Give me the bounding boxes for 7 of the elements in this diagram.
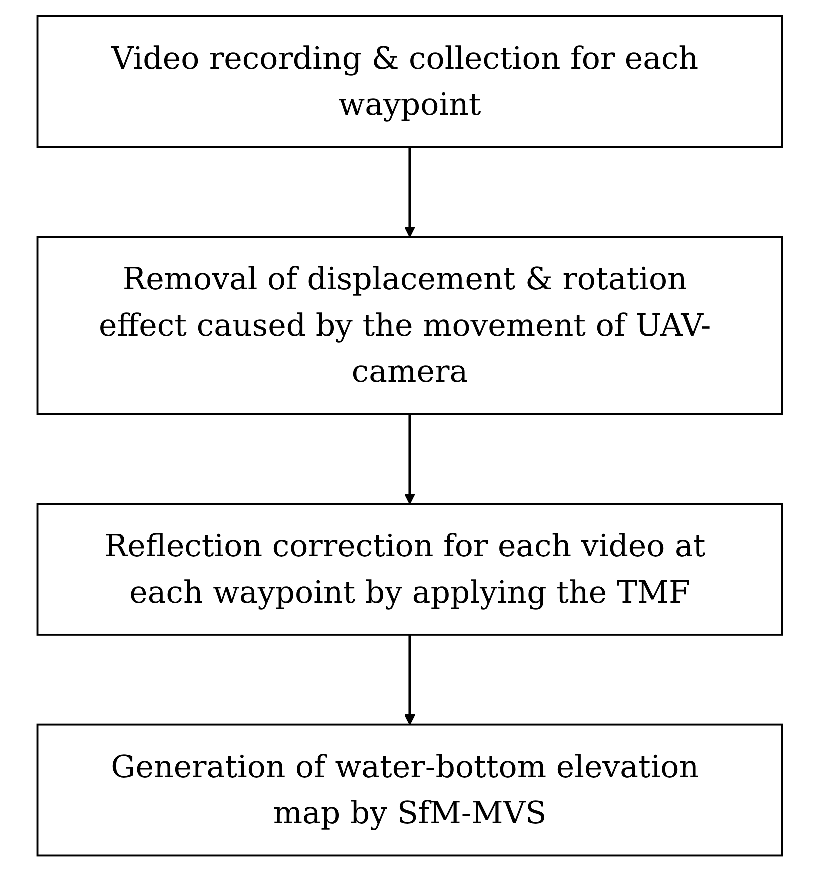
arrow bbox=[404, 146, 416, 238]
arrow bbox=[404, 634, 416, 725]
node-box: Reflection correction for each video at each waypoint by applying the TMF bbox=[36, 502, 783, 636]
arrow bbox=[404, 414, 416, 504]
node-box: Generation of water-bottom elevation map by SfM-MVS bbox=[36, 723, 783, 856]
node-box: Removal of displacement & rotation effect caused by the movement of UAV- camera bbox=[36, 236, 783, 415]
node-box: Video recording & collection for each waypoint bbox=[36, 14, 783, 148]
